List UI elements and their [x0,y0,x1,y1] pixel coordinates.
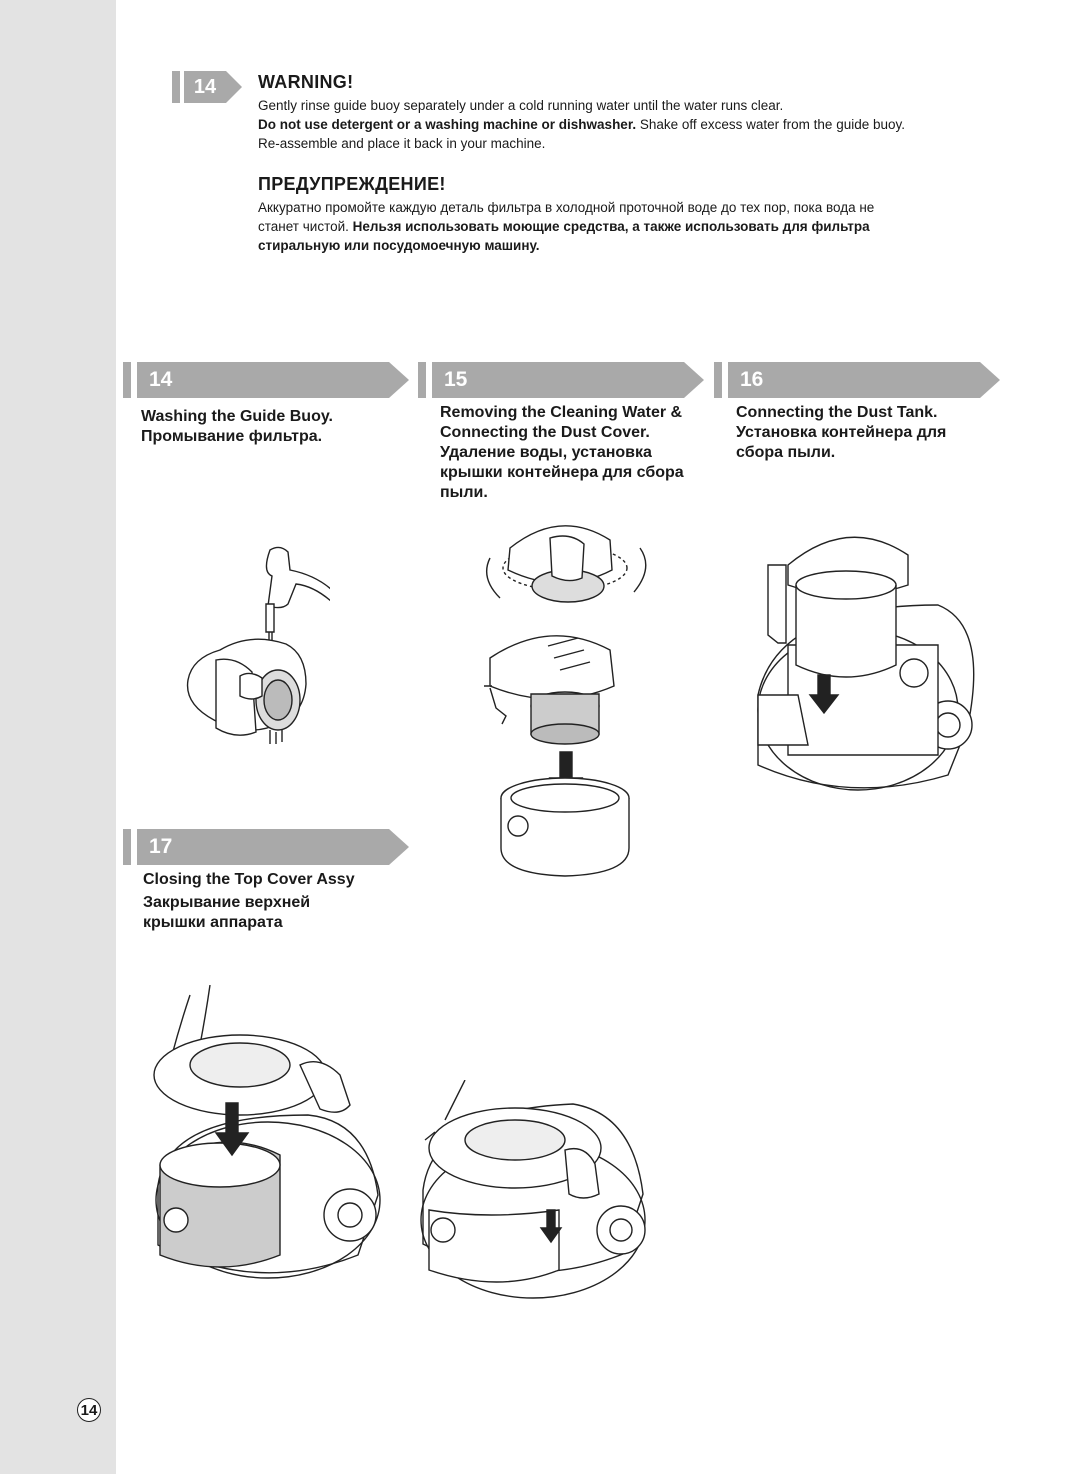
step-17-number: 17 [137,829,389,865]
warning-en-rest: Shake off excess water from the guide bu… [636,117,905,132]
warning-english: WARNING! Gently rinse guide buoy separat… [258,72,978,153]
step-16-caption-ru2: сбора пыли. [736,443,946,463]
step-15-caption-line1: Removing the Cleaning Water & [440,403,684,423]
step-17-caption-en: Closing the Top Cover Assy [143,870,355,890]
step-15-header: 15 [418,362,708,398]
warning-ru-bold: Нельзя использовать моющие средства, а т… [353,219,870,234]
warning-ru-line3: стиральную или посудомоечную машину. [258,236,978,255]
warning-en-line2: Do not use detergent or a washing machin… [258,115,978,134]
page-number: 14 [77,1398,101,1422]
warning-step-badge: 14 [172,71,252,103]
warning-en-line1: Gently rinse guide buoy separately under… [258,96,978,115]
step-17-header: 17 [123,829,413,865]
warning-en-bold: Do not use detergent or a washing machin… [258,117,636,132]
step-14-caption: Washing the Guide Buoy. Промывание фильт… [141,407,333,447]
step-14-caption-en: Washing the Guide Buoy. [141,407,333,427]
dust-cover-illustration [470,498,660,878]
step-16-caption: Connecting the Dust Tank. Установка конт… [736,403,946,463]
top-cover-closed-illustration [415,1080,650,1305]
warning-title-ru: ПРЕДУПРЕЖДЕНИЕ! [258,174,978,195]
side-margin-strip [0,0,116,1474]
step-16-header: 16 [714,362,1004,398]
step-14-caption-ru: Промывание фильтра. [141,427,333,447]
step-15-number: 15 [432,362,684,398]
warning-ru-bold-2: стиральную или посудомоечную машину. [258,238,540,253]
step-17-caption-ru1: Закрывание верхней [143,893,355,913]
step-17-caption: Closing the Top Cover Assy Закрывание ве… [143,870,355,933]
warning-ru-line2: станет чистой. Нельзя использовать моющи… [258,217,978,236]
dust-tank-illustration [748,525,978,800]
warning-step-number: 14 [184,71,226,103]
warning-title-en: WARNING! [258,72,978,93]
warning-ru-plain: станет чистой. [258,219,353,234]
step-15-caption-line3: Удаление воды, установка [440,443,684,463]
step-14-header: 14 [123,362,413,398]
step-17-caption-ru2: крышки аппарата [143,913,355,933]
step-15-caption: Removing the Cleaning Water & Connecting… [440,403,684,503]
washing-filter-illustration [180,540,330,760]
step-16-number: 16 [728,362,980,398]
warning-ru-line1: Аккуратно промойте каждую деталь фильтра… [258,198,978,217]
top-cover-open-illustration [150,985,390,1305]
step-15-caption-line4: крышки контейнера для сбора [440,463,684,483]
step-16-caption-en: Connecting the Dust Tank. [736,403,946,423]
step-15-caption-line2: Connecting the Dust Cover. [440,423,684,443]
step-14-number: 14 [137,362,389,398]
step-16-caption-ru1: Установка контейнера для [736,423,946,443]
warning-en-line3: Re-assemble and place it back in your ma… [258,134,978,153]
warning-russian: ПРЕДУПРЕЖДЕНИЕ! Аккуратно промойте кажду… [258,174,978,255]
